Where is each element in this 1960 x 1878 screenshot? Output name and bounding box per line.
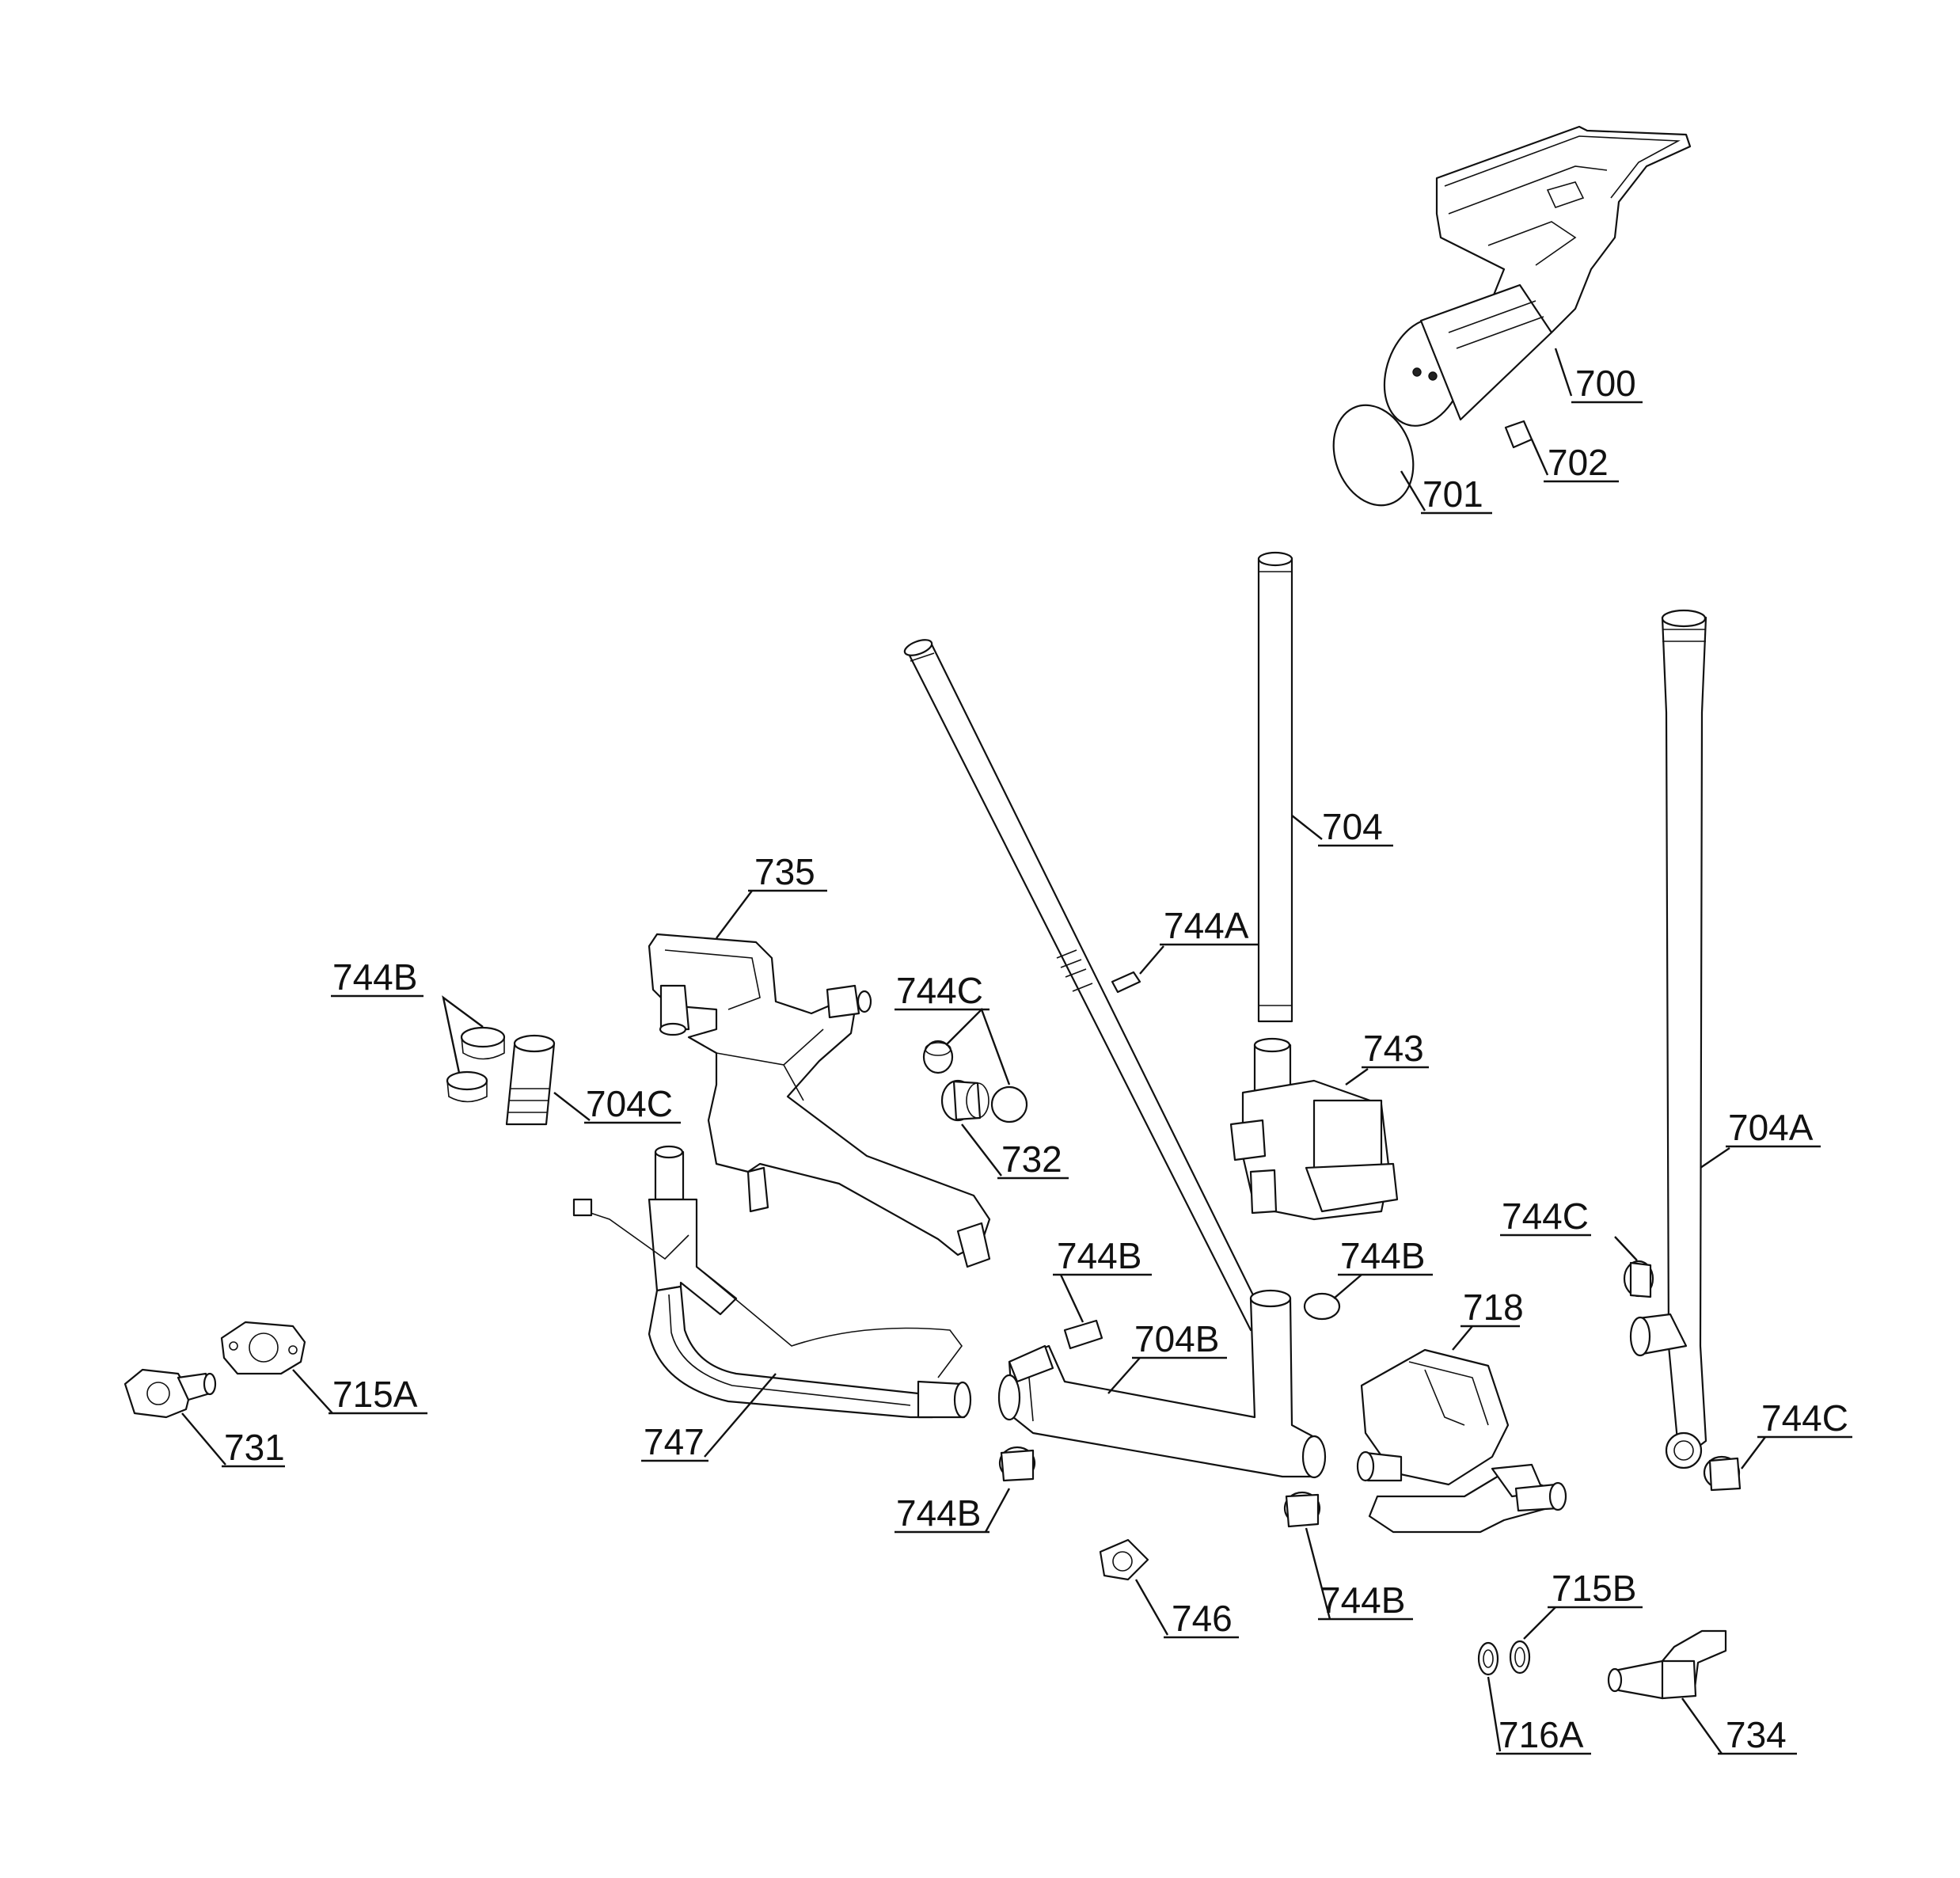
label-744B-right: 744B	[1340, 1235, 1425, 1276]
label-747: 747	[644, 1421, 705, 1462]
label-735: 735	[754, 851, 815, 892]
part-746-clamp	[1099, 1538, 1239, 1639]
label-732: 732	[1001, 1139, 1062, 1180]
part-744B-clip-low-left	[895, 1446, 1036, 1534]
part-744B-clip-mid	[1053, 1273, 1152, 1350]
label-702: 702	[1548, 442, 1609, 483]
part-744C-clamp-top	[895, 1007, 1028, 1123]
part-700-dispenser-housing	[1383, 125, 1692, 427]
label-744C-bottom-right: 744C	[1761, 1397, 1848, 1439]
part-701-cap	[1332, 404, 1492, 515]
label-718: 718	[1463, 1287, 1524, 1328]
part-704-hose	[1257, 551, 1393, 1023]
part-715B-seal	[1509, 1606, 1643, 1675]
part-715A-gasket	[220, 1321, 427, 1415]
label-715B: 715B	[1552, 1568, 1636, 1609]
part-731-connector	[123, 1368, 285, 1468]
part-704A-hose	[1629, 609, 1821, 1469]
label-716A: 716A	[1498, 1714, 1584, 1755]
part-718-drain-pump	[1356, 1325, 1567, 1534]
part-704B-t-hose	[997, 1289, 1327, 1479]
label-746: 746	[1172, 1598, 1233, 1639]
part-744C-clamp-right	[1500, 1234, 1654, 1298]
part-744B-clamps-left	[331, 994, 506, 1103]
label-700: 700	[1575, 363, 1636, 404]
label-744B-left: 744B	[332, 956, 417, 998]
label-744B-low-right: 744B	[1320, 1580, 1405, 1621]
label-743: 743	[1363, 1028, 1424, 1069]
part-744C-clamp-bottom-right	[1703, 1435, 1852, 1492]
label-744C-right: 744C	[1502, 1196, 1589, 1237]
label-744B-low-left: 744B	[896, 1492, 981, 1534]
label-744C-top: 744C	[896, 970, 983, 1011]
label-734: 734	[1726, 1714, 1787, 1755]
part-747-pipe-sensor	[572, 1145, 972, 1462]
label-715A: 715A	[332, 1374, 418, 1415]
part-743-water-valve	[1229, 1037, 1429, 1221]
label-744A: 744A	[1164, 905, 1249, 946]
part-735-bracket	[648, 889, 991, 1268]
part-704C-coupling	[505, 1034, 681, 1126]
label-704: 704	[1322, 806, 1383, 847]
part-734-elbow	[1607, 1629, 1797, 1755]
part-716A-seal	[1477, 1641, 1591, 1755]
label-744B-mid: 744B	[1057, 1235, 1141, 1276]
label-731: 731	[224, 1427, 285, 1468]
part-702-fitting	[1504, 420, 1619, 483]
part-744B-clip-right	[1303, 1273, 1433, 1321]
part-744B-clip-low-right	[1283, 1491, 1413, 1621]
label-704B: 704B	[1134, 1318, 1219, 1359]
label-701: 701	[1423, 473, 1483, 515]
part-744A-clip	[1111, 943, 1259, 994]
label-704C: 704C	[586, 1083, 673, 1124]
part-732-grommet	[940, 1079, 1069, 1180]
label-704A: 704A	[1728, 1107, 1814, 1148]
